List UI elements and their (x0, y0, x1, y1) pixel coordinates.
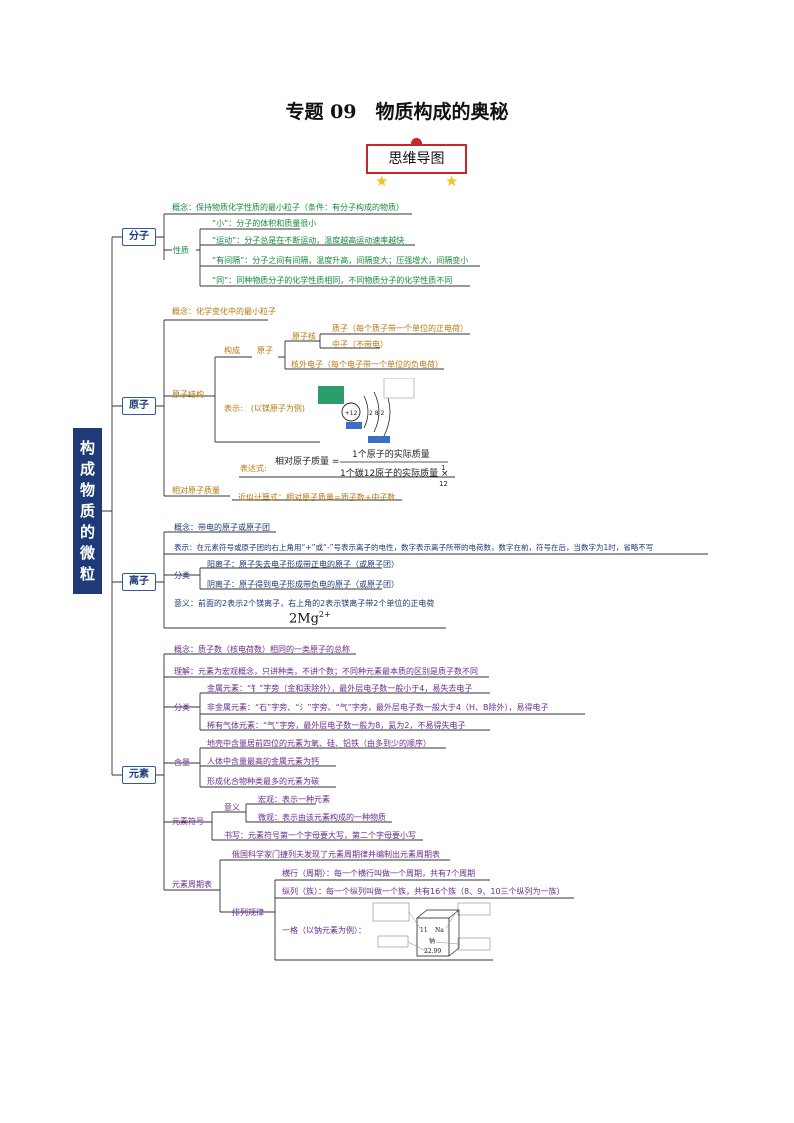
element-writing: 书写：元素符号第一个字母要大写，第二个字母要小写 (224, 831, 416, 840)
root-char: 粒 (79, 564, 95, 583)
element-table-label: 元素周期表 (172, 880, 212, 889)
diagram-shells: 2 8 2 (369, 410, 384, 417)
atom-word: 原子 (257, 346, 273, 355)
element-period: 横行（周期）：每一个横行叫做一个周期，共有7个周期 (282, 869, 476, 878)
relative-mass-label: 相对原子质量 (172, 486, 220, 495)
formula-frac-num: 1 (441, 464, 446, 472)
molecule-prop: “同”：同种物质分子的化学性质相同，不同物质分子的化学性质不同 (212, 276, 453, 285)
element-compound: 形成化合物种类最多的元素为碳 (207, 777, 319, 786)
molecule-property-label: 性质 (173, 246, 189, 255)
ion-concept: 概念：带电的原子或原子团 (174, 523, 270, 532)
formula-numerator: 1个原子的实际质量 (352, 450, 430, 460)
star-icon: ★ (445, 172, 459, 190)
molecule-concept: 概念：保持物质化学性质的最小粒子（条件：有分子构成的物质） (172, 203, 404, 212)
element-classify-label: 分类 (174, 703, 190, 712)
element-nonmetal: 非金属元素：“石”字旁、“氵”字旁、“气”字旁，最外层电子数一般大于4（H、B除… (207, 703, 549, 712)
element-micro: 微观：表示由该元素构成的一种物质 (258, 813, 386, 822)
root-node: 构 成 物 质 的 微 粒 (73, 428, 102, 594)
element-understand: 理解：元素为宏观概念，只讲种类，不讲个数；不同种元素最本质的区别是质子数不同 (174, 667, 478, 676)
root-char: 质 (79, 501, 95, 520)
element-content-label: 含量 (174, 758, 190, 767)
ion-formula-base: 2Mg (289, 611, 319, 627)
atom-structure-diagram: +12 2 8 2 (318, 378, 415, 443)
atom-representation: 表示: (以镁原子为例) (224, 404, 305, 413)
category-ion: 离子 (122, 573, 156, 591)
molecule-prop: “有间隔”：分子之间有间隔，温度升高，间隔变大；压强增大，间隔变小 (212, 256, 469, 265)
molecule-prop: “运动”：分子总是在不断运动，温度越高运动速率越快 (212, 236, 405, 245)
element-symbol-label: 元素符号 (172, 817, 204, 826)
element-mendeleev: 俄国科学家门捷列夫发现了元素周期律并编制出元素周期表 (232, 850, 440, 859)
atom-expression-label: 表达式: (240, 464, 267, 473)
element-group: 纵列（族）：每一个纵列叫做一个族，共有16个族（8、9、10三个纵列为一族） (282, 887, 565, 896)
atom-composition-label: 构成 (224, 346, 240, 355)
molecule-prop: “小”：分子的体积和质量很小 (212, 219, 317, 228)
category-element: 元素 (122, 766, 156, 784)
ion-cation: 阳离子：原子失去电子形成带正电的原子（或原子团） (207, 560, 399, 569)
ion-anion: 阴离子：原子得到电子形成带负电的原子（或原子团） (207, 580, 399, 589)
ion-notation: 表示：在元素符号或原子团的右上角用“+”或“-”号表示离子的电性，数字表示离子所… (174, 543, 654, 552)
element-body: 人体中含量最高的金属元素为钙 (207, 757, 319, 766)
category-molecule: 分子 (122, 228, 156, 246)
element-macro: 宏观：表示一种元素 (258, 795, 330, 804)
element-metal: 金属元素：“钅”字旁（金和汞除外），最外层电子数一般小于4，易失去电子 (207, 684, 473, 693)
category-atom: 原子 (122, 397, 156, 415)
element-crust: 地壳中含量居前四位的元素为氧、硅、铝铁（由多到少的顺序） (207, 739, 431, 748)
element-arrange-label: 排列规律 (232, 908, 264, 917)
element-noble: 稀有气体元素：“气”字旁，最外层电子数一般为8，氦为2，不易得失电子 (207, 721, 466, 730)
ion-formula: 2Mg2+ (289, 610, 331, 626)
element-cell-diagram: 11 Na 钠 22.99 (372, 902, 491, 957)
fraction-bar (340, 461, 448, 463)
ion-formula-charge: 2+ (318, 610, 331, 619)
cell-symbol: Na (435, 927, 444, 934)
diagram-nucleus: +12 (345, 410, 358, 417)
atom-proton: 质子（每个质子带一个单位的正电荷） (332, 324, 468, 333)
element-meaning-label: 意义 (224, 803, 240, 812)
root-char: 的 (79, 522, 95, 541)
cell-mass: 22.99 (424, 948, 441, 955)
formula-left: 相对原子质量 = (275, 457, 340, 467)
root-char: 微 (79, 543, 95, 562)
star-icon: ★ (375, 172, 389, 190)
page-title: 专题 09 物质构成的奥秘 (285, 101, 509, 123)
formula-frac-den: 12 (439, 480, 448, 488)
cell-number: 11 (420, 927, 428, 934)
ion-classify-label: 分类 (174, 571, 190, 580)
pin-icon (411, 138, 422, 149)
approx-formula: 近似计算式：相对原子质量=质子数+中子数 (238, 493, 396, 502)
cell-name: 钠 (429, 937, 435, 945)
atom-neutron: 中子（不带电） (332, 340, 388, 349)
atom-structure-label: 原子结构 (172, 390, 204, 399)
mindmap-badge: 思维导图 (366, 144, 467, 174)
atom-electron: 核外电子（每个电子带一个单位的负电荷） (291, 360, 443, 369)
atom-nucleus-label: 原子核 (292, 332, 316, 341)
atom-concept: 概念：化学变化中的最小粒子 (172, 307, 276, 316)
element-concept: 概念：质子数（核电荷数）相同的一类原子的总称 (174, 645, 350, 654)
root-char: 成 (79, 459, 95, 478)
ion-meaning: 意义：前面的2表示2个镁离子，右上角的2表示镁离子带2个单位的正电荷 (174, 599, 435, 608)
formula-denominator: 1个碳12原子的实际质量 × (340, 469, 449, 479)
root-char: 构 (79, 438, 95, 457)
element-cell-example: 一格（以钠元素为例）： (282, 926, 366, 935)
root-char: 物 (79, 480, 95, 499)
